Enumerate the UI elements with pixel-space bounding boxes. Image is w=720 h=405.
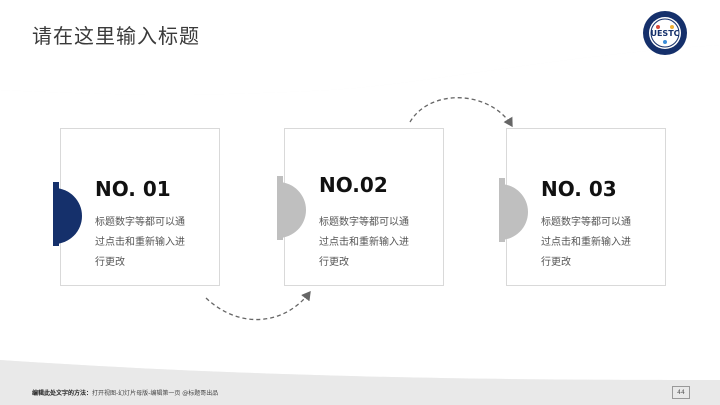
step-card-2[interactable]: NO.02 标题数字等都可以通 过点击和重新输入进 行更改: [284, 128, 444, 286]
dashed-curved-arrow-icon: [409, 97, 513, 128]
svg-text:UESTC: UESTC: [650, 29, 679, 38]
card-number: NO. 01: [95, 177, 171, 201]
card-desc-line: 过点击和重新输入进: [319, 237, 409, 248]
card-3-tab: [499, 178, 505, 242]
footer-hint-text: 打开视图-幻灯片母版-编辑第一页 @标题哥出品: [92, 390, 219, 397]
card-desc-line: 行更改: [95, 257, 125, 268]
step-card-3[interactable]: NO. 03 标题数字等都可以通 过点击和重新输入进 行更改: [506, 128, 666, 286]
card-desc-line: 标题数字等都可以通: [319, 217, 409, 228]
footer-hint: 编辑此处文字的方法：打开视图-幻灯片母版-编辑第一页 @标题哥出品: [32, 388, 218, 397]
card-number: NO. 03: [541, 177, 617, 201]
card-desc-line: 过点击和重新输入进: [95, 237, 185, 248]
card-description: 标题数字等都可以通 过点击和重新输入进 行更改: [95, 213, 221, 273]
card-number: NO.02: [319, 173, 388, 197]
card-desc-line: 过点击和重新输入进: [541, 237, 631, 248]
card-description: 标题数字等都可以通 过点击和重新输入进 行更改: [541, 213, 667, 273]
card-2-tab: [277, 176, 283, 240]
page-number: 44: [672, 386, 690, 399]
page-title[interactable]: 请在这里输入标题: [32, 26, 200, 48]
dashed-curved-arrow-icon: [205, 290, 311, 321]
footer-hint-label: 编辑此处文字的方法：: [32, 390, 93, 397]
card-1-tab: [53, 182, 59, 246]
card-description: 标题数字等都可以通 过点击和重新输入进 行更改: [319, 213, 445, 273]
university-emblem-icon: UESTC: [643, 11, 687, 55]
card-desc-line: 标题数字等都可以通: [95, 217, 185, 228]
card-desc-line: 标题数字等都可以通: [541, 217, 631, 228]
card-desc-line: 行更改: [541, 257, 571, 268]
step-card-1[interactable]: NO. 01 标题数字等都可以通 过点击和重新输入进 行更改: [60, 128, 220, 286]
card-desc-line: 行更改: [319, 257, 349, 268]
